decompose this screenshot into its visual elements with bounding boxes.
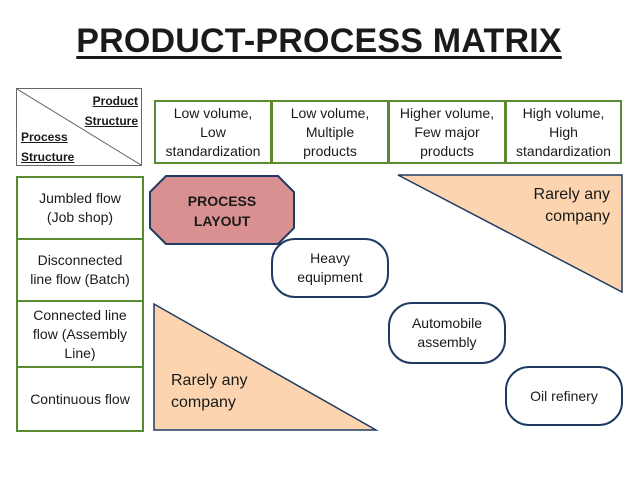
top-right-triangle-label: Rarely any company [533,186,610,225]
row-header-connected-line-flow: Connected line flow (Assembly Line) [16,300,144,368]
automobile-assembly-pill: Automobile assembly [388,302,506,364]
column-header-low-volume-low-standardization: Low volume, Low standardization [154,100,272,164]
row-header-disconnected-line-flow: Disconnected line flow (Batch) [16,238,144,302]
oil-refinery-pill: Oil refinery [505,366,623,426]
bottom-left-triangle-label: Rarely any company [171,372,248,411]
heavy-equipment-pill: Heavy equipment [271,238,389,298]
page-title: PRODUCT-PROCESS MATRIX [76,22,562,60]
product-structure-label: Product Structure [84,94,138,128]
column-header-higher-volume-few-major-products: Higher volume, Few major products [388,100,506,164]
bottom-left-triangle [153,302,379,431]
column-header-high-volume-high-standardization: High volume, High standardization [505,100,622,164]
top-right-triangle [397,174,623,294]
process-structure-label: Process Structure [21,130,75,164]
column-header-low-volume-multiple-products: Low volume, Multiple products [271,100,389,164]
process-layout-label: PROCESS LAYOUT [187,193,257,229]
corner-header-cell: Product Structure Process Structure [16,88,142,166]
row-header-continuous-flow: Continuous flow [16,366,144,432]
corner-diagonal-line [17,89,141,165]
row-header-jumbled-flow: Jumbled flow (Job shop) [16,176,144,240]
